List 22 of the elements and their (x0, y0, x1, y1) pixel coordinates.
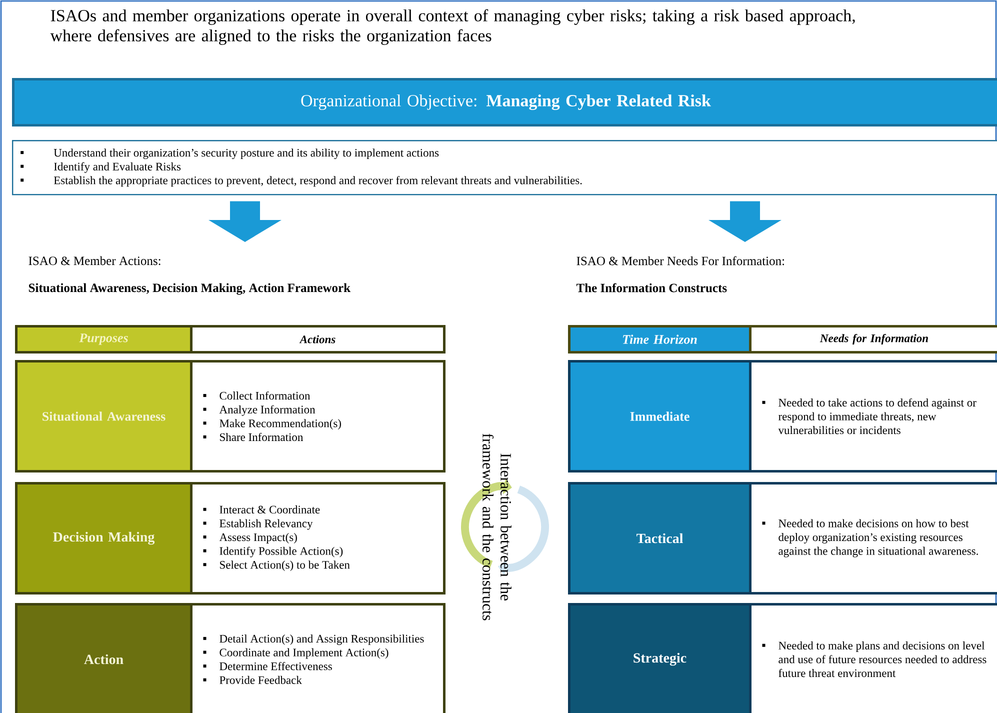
column-header: Purposes (15, 325, 193, 354)
action-list-box: Detail Action(s) and Assign Responsibilities Coordinate and Implement Action(s) Determine Effectiveness Provide Feedback (190, 603, 446, 713)
bullet-list-box: Understand their organization’s security posture and its ability to implement actions Identify and Evaluate Risks Establish the appropriate practices to prevent, detect, respond and recover from relevant threats and vulnerabilities. (12, 140, 997, 196)
title-text: ISAOs and member organizations operate in overall context of managing cyber risks; taking a risk based approach, where defensives are aligned to the risks the organization faces (50, 9, 855, 45)
time-horizon-box: Immediate (568, 360, 752, 472)
time-horizon-box: Tactical (568, 482, 752, 594)
objective-banner: Organizational Objective: Managing Cyber Related Risk (12, 78, 997, 126)
action-list-box: Interact & Coordinate Establish Relevancy Assess Impact(s) Identify Possible Action(s) Select Action(s) to be Taken (190, 482, 446, 594)
time-horizon-box: Strategic (568, 603, 752, 713)
column-header: Time Horizon (568, 325, 752, 354)
information-needs-box: Needed to make plans and decisions on level and use of future resources needed to address future threat environment (749, 603, 997, 713)
purpose-box: Action (15, 603, 193, 713)
purpose-box: Decision Making (15, 482, 193, 594)
section-heading: ISAO & Member Needs For Information: The Information Constructs (576, 256, 784, 292)
action-list-box: Collect Information Analyze Information Make Recommendation(s) Share Information (190, 360, 446, 472)
rotated-caption: Interaction between the framework and the constructs (482, 434, 512, 620)
section-heading: ISAO & Member Actions: Situational Awareness, Decision Making, Action Framework (28, 256, 351, 295)
column-header: Needs for Information (749, 325, 997, 354)
purpose-box: Situational Awareness (15, 360, 193, 472)
column-header: Actions (190, 325, 446, 354)
information-needs-box: Needed to make decisions on how to best deploy organization’s existing resources against the change in situational awareness. (749, 482, 997, 594)
information-needs-box: Needed to take actions to defend against or respond to immediate threats, new vulnerabilities or incidents (749, 360, 997, 472)
